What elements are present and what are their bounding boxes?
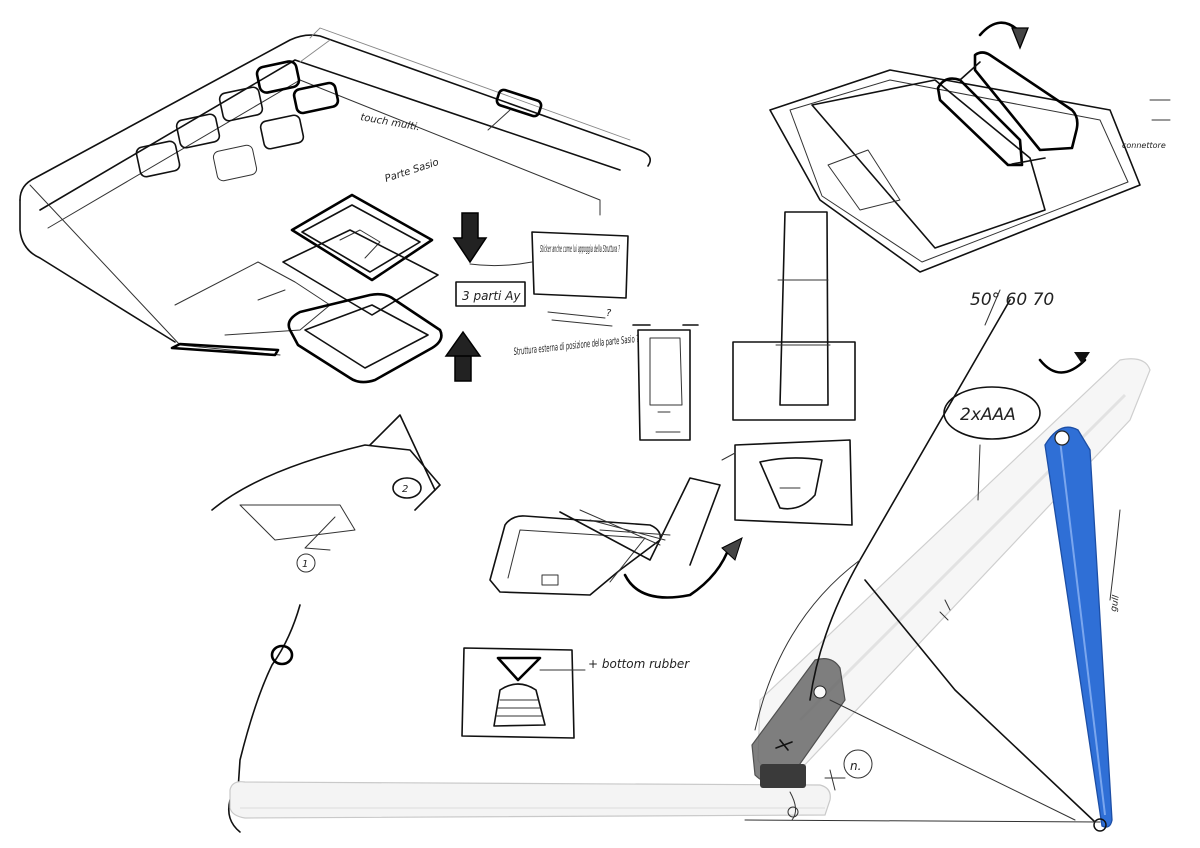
angles-label: 50° 60 70 [970,290,1054,310]
tablet-sketch: touch multi. Parte Sasio [19,27,651,357]
question-mark: ? [606,308,612,319]
folding-mechanism-sketch: 2 1 [211,414,441,573]
bracket-sketch [632,324,699,441]
circle-two: 2 [402,484,408,495]
question-note: Sticker anche come lui appoggia della St… [540,244,620,255]
cup-detail-sketch [721,439,853,526]
tray-sketch: connettore [769,21,1171,273]
touch-note: touch multi. [359,112,420,133]
question-note-box: Sticker anche come lui appoggia della St… [469,231,629,299]
bottom-note: + bottom rubber [588,657,690,671]
structure-note: Struttura esterna di posizione della par… [513,334,640,358]
part-note: Parte Sasio [384,157,441,185]
circle-one: 1 [302,559,308,570]
parts-note-group: 3 parti Ay ? [455,281,613,327]
rubber-foot-sketch: + bottom rubber [461,647,690,739]
down-arrow-icon [452,212,488,264]
hinge-mark: n. [850,759,861,773]
parts-note: 3 parti Ay [462,289,521,303]
exploded-layers [282,193,443,384]
structure-note-group: Struttura esterna di posizione della par… [513,334,640,358]
lower-left-sketch [227,604,301,833]
device-render [229,358,1151,832]
up-arrow-icon [444,330,482,382]
stand-on-phone-sketch [489,477,743,599]
app-icon-grid [135,60,340,182]
side-note: gull [1109,594,1122,612]
device-overlay-lines: 2xAAA 50° 60 70 n. gull [744,289,1122,823]
vertical-column-sketch [732,211,856,421]
battery-label: 2xAAA [960,405,1016,425]
connector-note: connettore [1122,141,1166,150]
curved-arrow-icon [978,21,1029,50]
